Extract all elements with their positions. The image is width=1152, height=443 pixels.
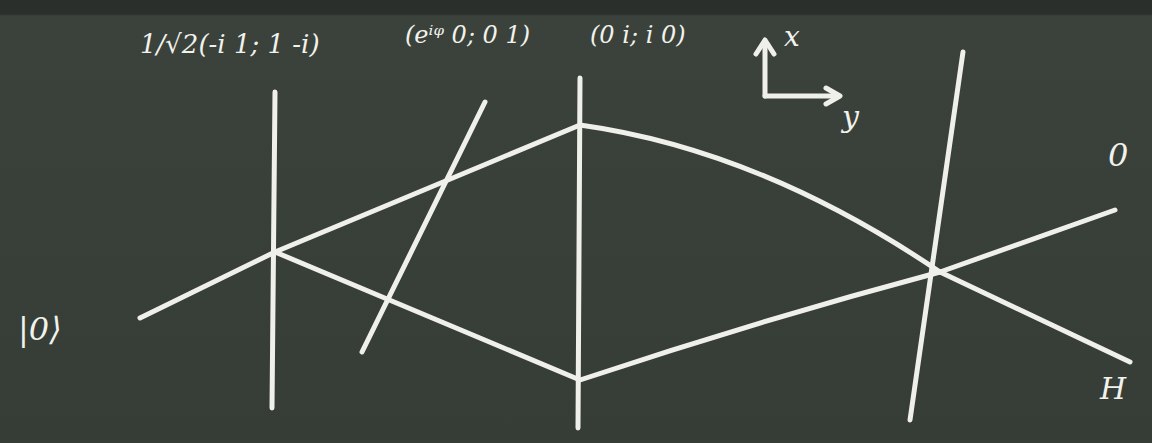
port-label: H <box>1100 372 1126 405</box>
port-label: 0 <box>1108 138 1128 173</box>
mirror <box>578 78 580 428</box>
output-beam <box>940 272 1130 362</box>
axis-arrowhead <box>826 88 840 104</box>
axis-arrowhead <box>756 40 774 54</box>
lower-path <box>275 252 940 380</box>
matrix-label: (0 i; i 0) <box>590 22 686 48</box>
matrix-label: 1/√2(-i 1; 1 -i) <box>140 30 320 59</box>
input-beam <box>140 252 275 318</box>
matrix-label: (eⁱᵠ 0; 0 1) <box>405 22 530 48</box>
beam-splitter <box>910 52 963 420</box>
output-beam <box>940 210 1115 272</box>
axis-label: y <box>842 100 859 133</box>
state-label: |0⟩ <box>18 312 62 347</box>
upper-path <box>275 125 940 272</box>
axis <box>765 94 838 99</box>
axis-label: x <box>784 22 800 53</box>
axis <box>763 42 768 96</box>
